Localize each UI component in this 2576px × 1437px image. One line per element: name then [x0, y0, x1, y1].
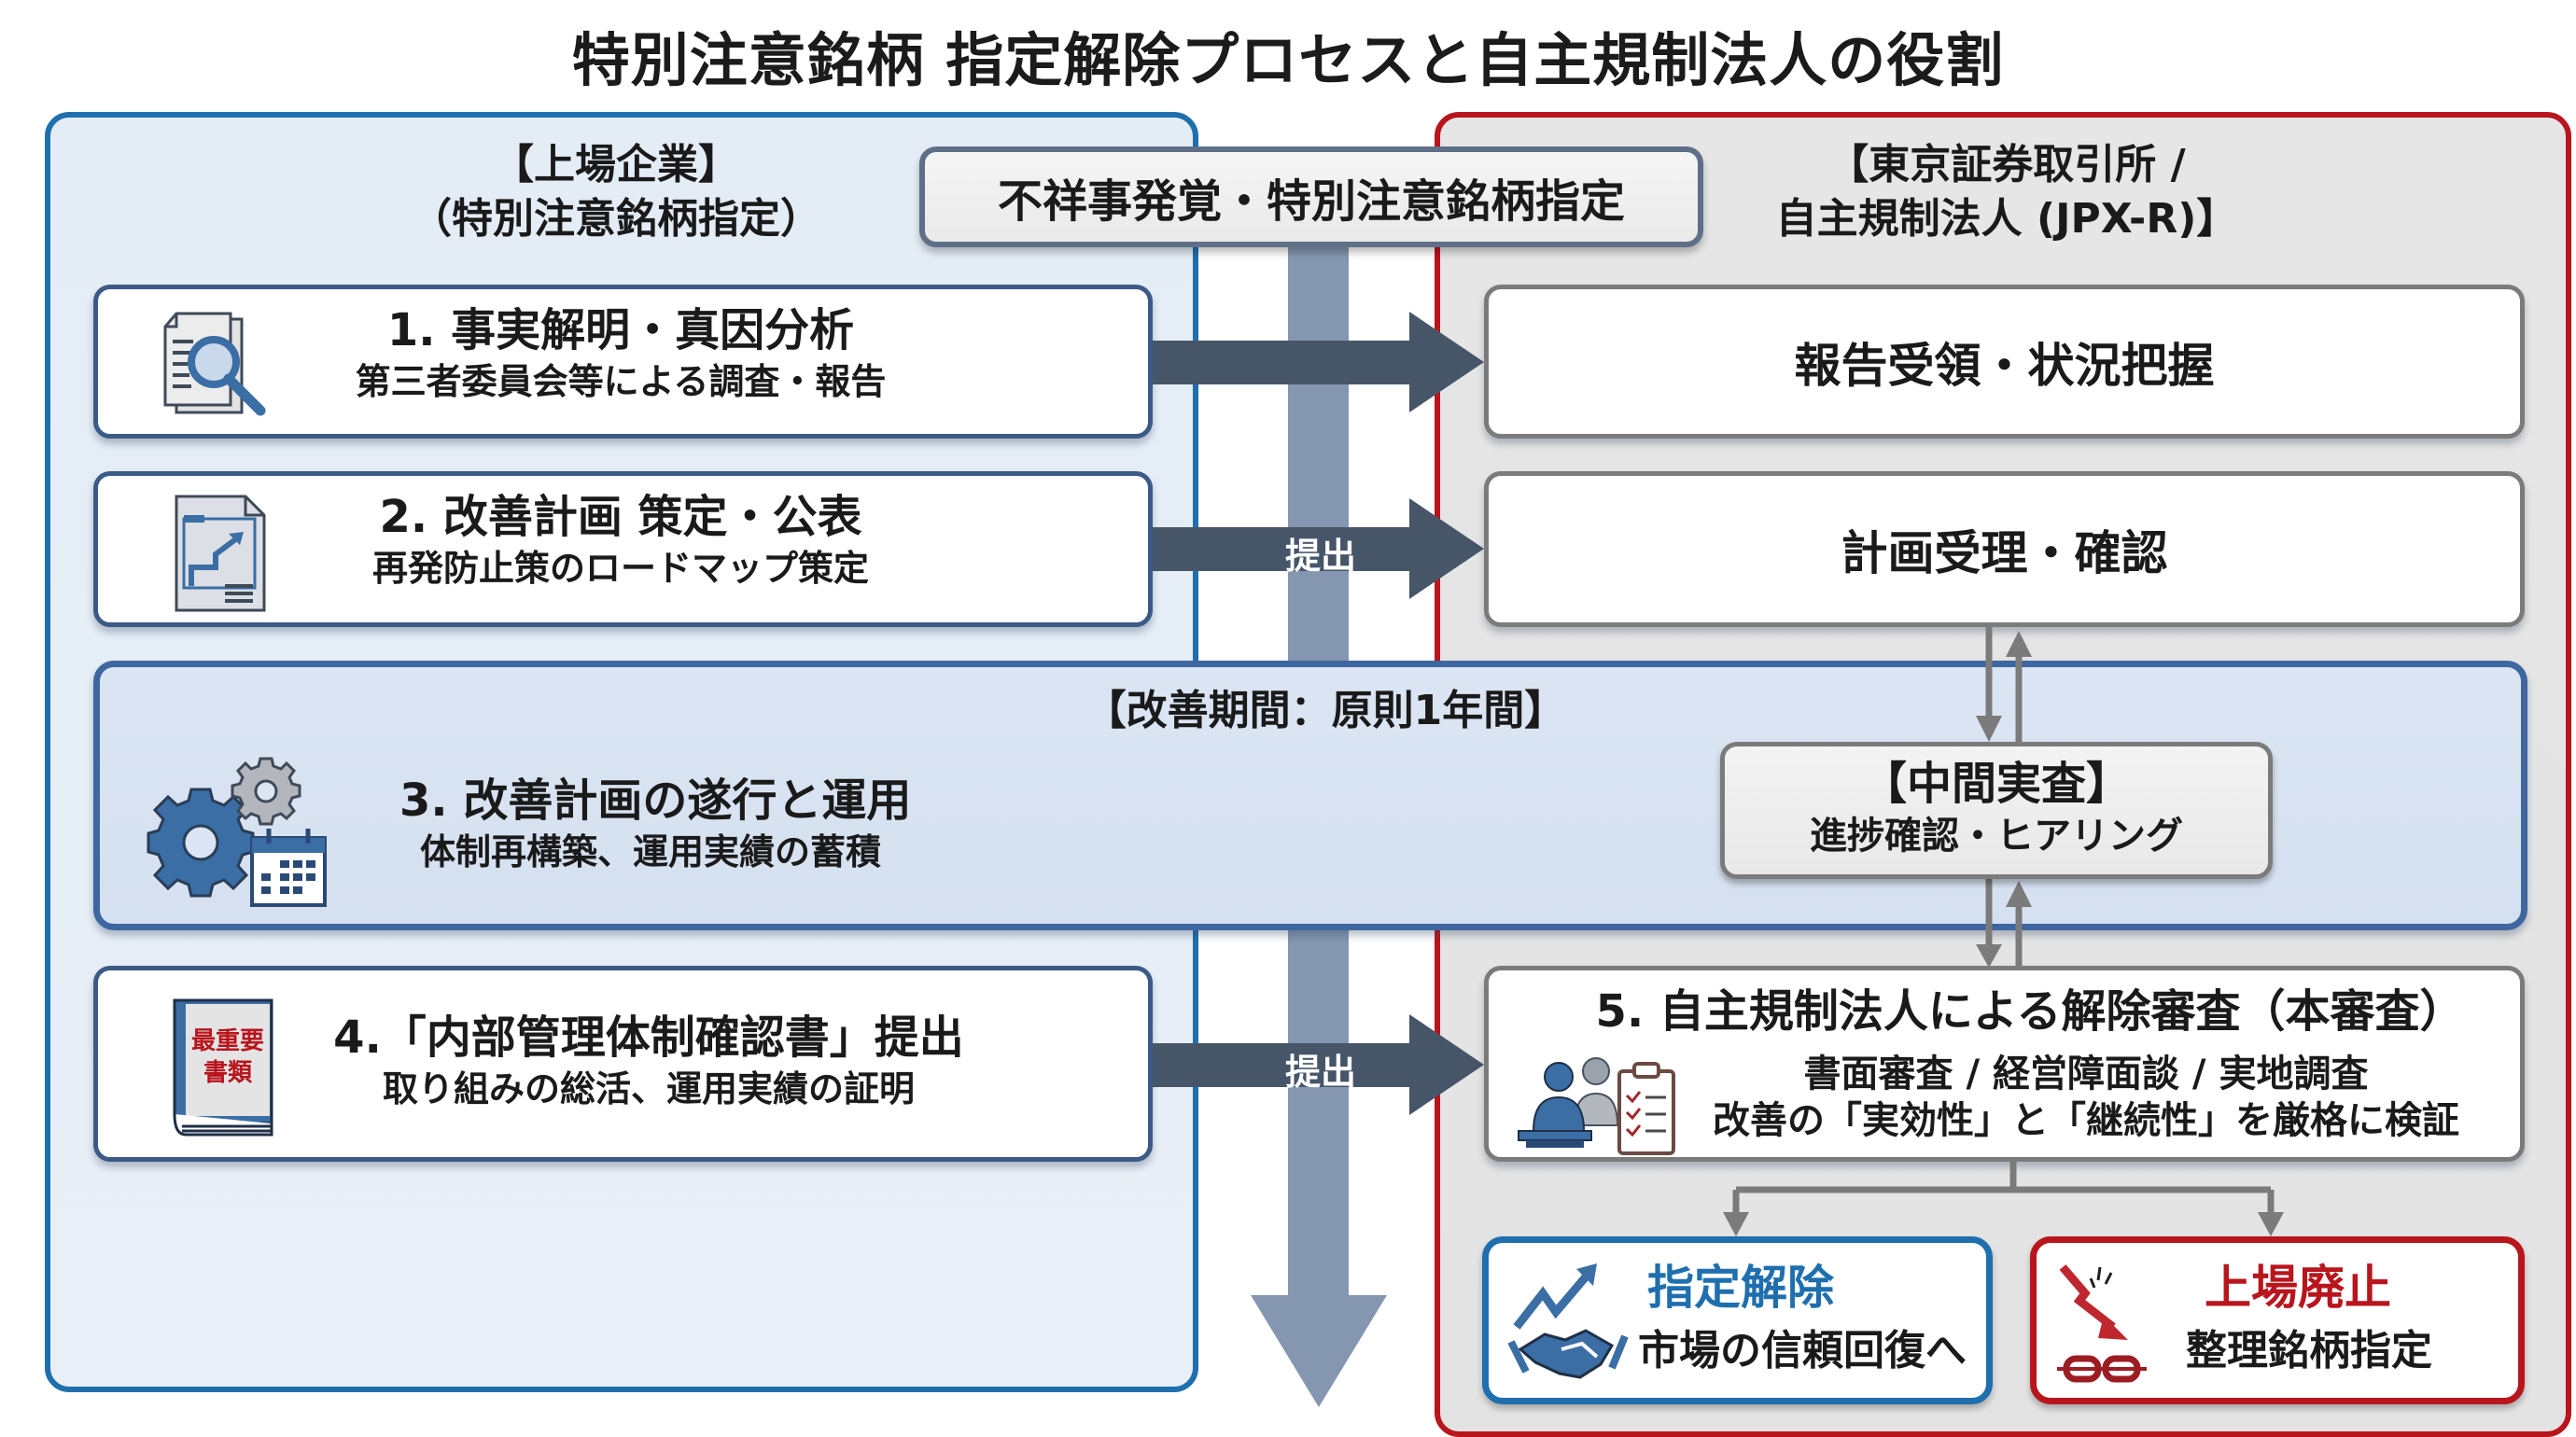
step-2-arrow [1153, 498, 1484, 599]
step-3-subtitle: 体制再構築、運用実績の蓄積 [420, 831, 882, 872]
improvement-period-label: 【改善期間：原則1年間】 [1085, 687, 1566, 734]
step-4-subtitle: 取り組みの総活、運用実績の証明 [382, 1068, 915, 1109]
broken-chain-decline-icon [2057, 1260, 2169, 1394]
step-2-arrow-label: 提出 [1284, 536, 1356, 577]
plan-receipt-label: 計画受理・確認 [1841, 525, 2168, 580]
step-1-card: 1. 事実解明・真因分析 第三者委員会等による調査・報告 [93, 285, 1153, 439]
delisting-box: 上場廃止 整理銘柄指定 [2030, 1236, 2525, 1404]
designation-release-box: 指定解除 市場の信頼回復へ [1482, 1236, 1993, 1404]
delisting-subtitle: 整理銘柄指定 [2186, 1327, 2432, 1374]
outcome-branch-arrows [1723, 1162, 2284, 1236]
step-2-card: 2. 改善計画 策定・公表 再発防止策のロードマップ策定 [93, 471, 1153, 627]
step-1-arrow [1153, 312, 1484, 412]
delisting-title: 上場廃止 [2205, 1261, 2391, 1315]
book-icon-text-line2: 書類 [203, 1059, 253, 1087]
plan-receipt-box: 計画受理・確認 [1484, 471, 2525, 627]
designation-release-title: 指定解除 [1647, 1261, 1834, 1315]
midterm-review-box: 【中間実査】 進捗確認・ヒアリング [1720, 742, 2273, 879]
final-review-line1: 書面審査 / 経営障面談 / 実地調査 [1803, 1053, 2369, 1095]
handshake-growth-icon [1507, 1260, 1629, 1394]
step-4-arrow [1153, 1014, 1484, 1115]
exchange-heading: 【東京証券取引所 / 自主規制法人 (JPX-R)】 [1708, 138, 2305, 246]
timeline-arrow-head [1251, 1295, 1387, 1407]
interview-checklist-icon [1517, 1054, 1685, 1161]
event-box: 不祥事発覚・特別注意銘柄指定 [919, 146, 1703, 247]
exchange-heading-line1: 【東京証券取引所 / [1827, 141, 2186, 188]
midterm-review-arrows [1976, 627, 2032, 968]
final-review-box: 5. 自主規制法人による解除審査（本審査） 書面審査 / 経営障面談 / 実地調… [1484, 966, 2525, 1162]
final-review-line2: 改善の「実効性」と「継続性」を厳格に検証 [1713, 1099, 2459, 1142]
listed-company-heading-line2: （特別注意銘柄指定） [411, 195, 821, 243]
step-2-title: 2. 改善計画 策定・公表 [379, 491, 862, 543]
step-4-title: 4.「内部管理体制確認書」提出 [333, 1011, 964, 1064]
midterm-review-subtitle: 進捗確認・ヒアリング [1810, 815, 2183, 858]
final-review-title: 5. 自主規制法人による解除審査（本審査） [1595, 985, 2465, 1038]
step-2-subtitle: 再発防止策のロードマップ策定 [371, 548, 869, 589]
listed-company-heading: 【上場企業】 （特別注意銘柄指定） [280, 138, 952, 246]
important-document-book-icon: 最重要 書類 [169, 995, 281, 1148]
diagram-title: 特別注意銘柄 指定解除プロセスと自主規制法人の役割 [571, 26, 2005, 94]
report-receipt-box: 報告受領・状況把握 [1484, 285, 2525, 439]
designation-release-subtitle: 市場の信頼回復へ [1638, 1327, 1967, 1374]
report-receipt-label: 報告受領・状況把握 [1794, 338, 2215, 393]
exchange-heading-line2: 自主規制法人 (JPX-R)】 [1775, 195, 2238, 243]
step-3-text: 3. 改善計画の遂行と運用 体制再構築、運用実績の蓄積 [355, 773, 1008, 875]
midterm-review-title: 【中間実査】 [1861, 758, 2131, 810]
step-1-title: 1. 事実解明・真因分析 [386, 304, 855, 356]
roadmap-document-icon [171, 493, 273, 618]
step-4-arrow-label: 提出 [1284, 1052, 1356, 1093]
book-icon-text-line1: 最重要 [191, 1027, 264, 1055]
step-4-card: 最重要 書類 4.「内部管理体制確認書」提出 取り組みの総活、運用実績の証明 [93, 966, 1153, 1162]
step-1-subtitle: 第三者委員会等による調査・報告 [355, 361, 887, 402]
listed-company-heading-line1: 【上場企業】 [493, 141, 739, 188]
document-search-icon [156, 308, 277, 424]
step-3-title: 3. 改善計画の遂行と運用 [399, 774, 912, 827]
gears-calendar-icon [147, 754, 336, 916]
